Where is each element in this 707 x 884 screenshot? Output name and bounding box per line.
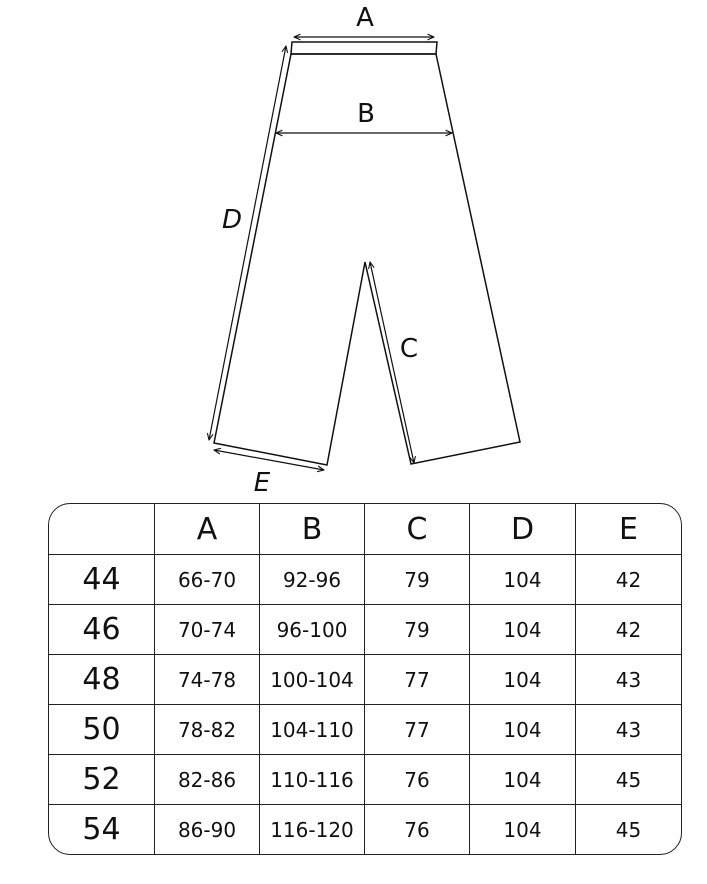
cell-b: 104-110 (260, 705, 365, 755)
header-d: D (470, 504, 576, 555)
size-cell: 50 (49, 705, 155, 755)
table-row: 46 70-74 96-100 79 104 42 (49, 605, 681, 655)
header-a: A (155, 504, 260, 555)
table-header-row: A B C D E (49, 504, 681, 555)
header-size (49, 504, 155, 555)
header-c: C (365, 504, 470, 555)
cell-a: 86-90 (155, 805, 260, 854)
cell-d: 104 (470, 655, 576, 705)
cell-a: 74-78 (155, 655, 260, 705)
cell-c: 77 (365, 705, 470, 755)
cell-a: 70-74 (155, 605, 260, 655)
cell-c: 77 (365, 655, 470, 705)
cell-d: 104 (470, 605, 576, 655)
cell-b: 92-96 (260, 555, 365, 605)
cell-e: 43 (576, 655, 681, 705)
size-cell: 48 (49, 655, 155, 705)
size-cell: 46 (49, 605, 155, 655)
table-row: 52 82-86 110-116 76 104 45 (49, 755, 681, 805)
cell-c: 79 (365, 605, 470, 655)
cell-a: 82-86 (155, 755, 260, 805)
cell-a: 78-82 (155, 705, 260, 755)
label-b: B (357, 99, 375, 129)
pants-diagram: A B C D E (0, 3, 521, 498)
header-e: E (576, 504, 681, 555)
cell-a: 66-70 (155, 555, 260, 605)
header-b: B (260, 504, 365, 555)
cell-e: 43 (576, 705, 681, 755)
label-a: A (356, 3, 374, 33)
measure-line-e (214, 450, 324, 470)
size-table: A B C D E 44 66-70 92-96 79 104 42 46 70… (48, 503, 682, 855)
cell-b: 110-116 (260, 755, 365, 805)
waistband-outline (290, 41, 438, 55)
measure-line-d (209, 46, 286, 440)
cell-c: 76 (365, 755, 470, 805)
size-cell: 52 (49, 755, 155, 805)
size-cell: 54 (49, 805, 155, 854)
label-d: D (222, 205, 242, 235)
cell-b: 96-100 (260, 605, 365, 655)
table-row: 44 66-70 92-96 79 104 42 (49, 555, 681, 605)
table-row: 50 78-82 104-110 77 104 43 (49, 705, 681, 755)
cell-c: 79 (365, 555, 470, 605)
cell-d: 104 (470, 805, 576, 854)
cell-e: 45 (576, 755, 681, 805)
label-c: C (400, 334, 418, 364)
cell-d: 104 (470, 705, 576, 755)
cell-e: 42 (576, 605, 681, 655)
cell-b: 116-120 (260, 805, 365, 854)
cell-d: 104 (470, 555, 576, 605)
table-row: 48 74-78 100-104 77 104 43 (49, 655, 681, 705)
cell-d: 104 (470, 755, 576, 805)
cell-e: 45 (615, 817, 642, 842)
table-row: 54 86-90 116-120 76 104 45 (49, 805, 681, 854)
size-cell: 44 (49, 555, 155, 605)
cell-c: 76 (365, 805, 470, 854)
measure-line-c (370, 262, 414, 463)
cell-e: 42 (576, 555, 681, 605)
cell-b: 100-104 (260, 655, 365, 705)
label-e: E (254, 468, 271, 498)
